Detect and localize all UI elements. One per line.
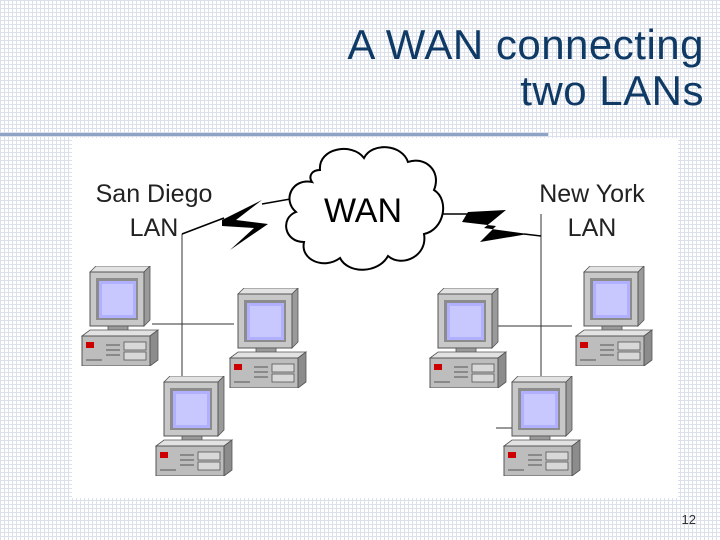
new-york-computer-1 — [575, 266, 653, 366]
title-underline — [0, 133, 548, 136]
new-york-computer-2 — [429, 288, 507, 388]
new-york-label-line1: New York — [539, 180, 645, 208]
title-line-2: two LANs — [520, 67, 704, 114]
san-diego-label-line2: LAN — [130, 214, 179, 242]
new-york-label-line2: LAN — [568, 214, 617, 242]
wan-cloud: WAN — [285, 146, 444, 271]
wan-label: WAN — [324, 192, 402, 230]
new-york-computer-3 — [503, 376, 581, 476]
san-diego-computer-1 — [81, 266, 159, 366]
page-number: 12 — [681, 512, 696, 527]
wan-link-right — [438, 210, 542, 242]
san-diego-computer-2 — [229, 288, 307, 388]
slide-title: A WAN connecting two LANs — [184, 22, 704, 114]
san-diego-label-line1: San Diego — [96, 180, 213, 208]
san-diego-computer-3 — [155, 376, 233, 476]
title-line-1: A WAN connecting — [347, 21, 704, 68]
network-diagram: WAN San Diego LAN New York LAN — [72, 138, 678, 498]
